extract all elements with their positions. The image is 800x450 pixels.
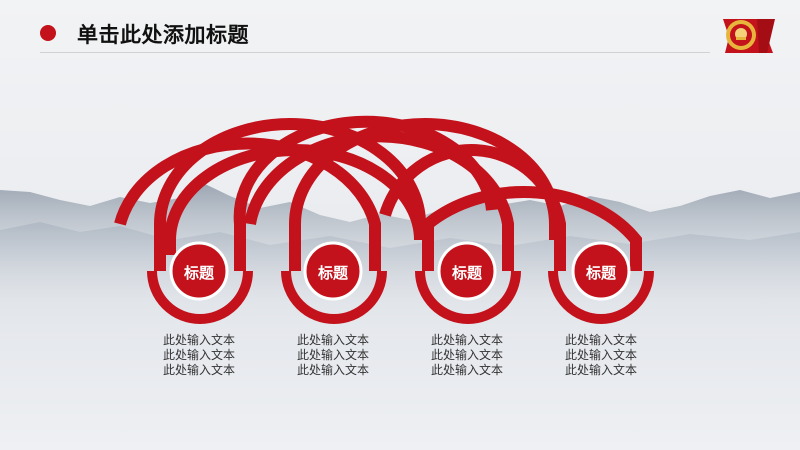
description-line: 此处输入文本 <box>162 363 235 377</box>
node-label-1[interactable]: 标题 <box>183 264 214 282</box>
node-label-2[interactable]: 标题 <box>317 264 348 282</box>
loop-tail-2 <box>114 137 381 271</box>
node-description-3[interactable]: 此处输入文本 此处输入文本 此处输入文本 <box>412 333 522 378</box>
description-line: 此处输入文本 <box>296 333 369 347</box>
node-ring-3 <box>415 270 521 324</box>
description-line: 此处输入文本 <box>430 348 503 362</box>
node-ring-1 <box>147 270 253 324</box>
description-line: 此处输入文本 <box>430 333 503 347</box>
slide-header: 单击此处添加标题 <box>0 0 800 56</box>
loop-arc-4 <box>379 144 566 271</box>
node-circle-4 <box>571 241 631 301</box>
node-description-2[interactable]: 此处输入文本 此处输入文本 此处输入文本 <box>278 333 388 378</box>
node-label-4[interactable]: 标题 <box>585 264 616 282</box>
node-ring-2 <box>281 270 387 324</box>
node-circle-3 <box>437 241 497 301</box>
page-title[interactable]: 单击此处添加标题 <box>77 23 249 47</box>
description-line: 此处输入文本 <box>296 348 369 362</box>
header-divider <box>40 52 710 53</box>
node-description-4[interactable]: 此处输入文本 此处输入文本 此处输入文本 <box>546 333 656 378</box>
description-line: 此处输入文本 <box>162 333 235 347</box>
party-emblem-icon <box>723 19 775 53</box>
node-description-1[interactable]: 此处输入文本 此处输入文本 此处输入文本 <box>144 333 254 378</box>
title-bullet-icon <box>40 25 56 41</box>
node-ring-4 <box>548 270 654 324</box>
description-line: 此处输入文本 <box>564 363 637 377</box>
node-circle-1 <box>169 241 229 301</box>
description-line: 此处输入文本 <box>564 348 637 362</box>
description-line: 此处输入文本 <box>296 363 369 377</box>
description-line: 此处输入文本 <box>162 348 235 362</box>
node-circle-2 <box>303 241 363 301</box>
loop-tail-3 <box>244 130 514 271</box>
node-label-3[interactable]: 标题 <box>451 264 482 282</box>
description-line: 此处输入文本 <box>430 363 503 377</box>
description-line: 此处输入文本 <box>564 333 637 347</box>
loop-arc-3 <box>422 186 642 271</box>
